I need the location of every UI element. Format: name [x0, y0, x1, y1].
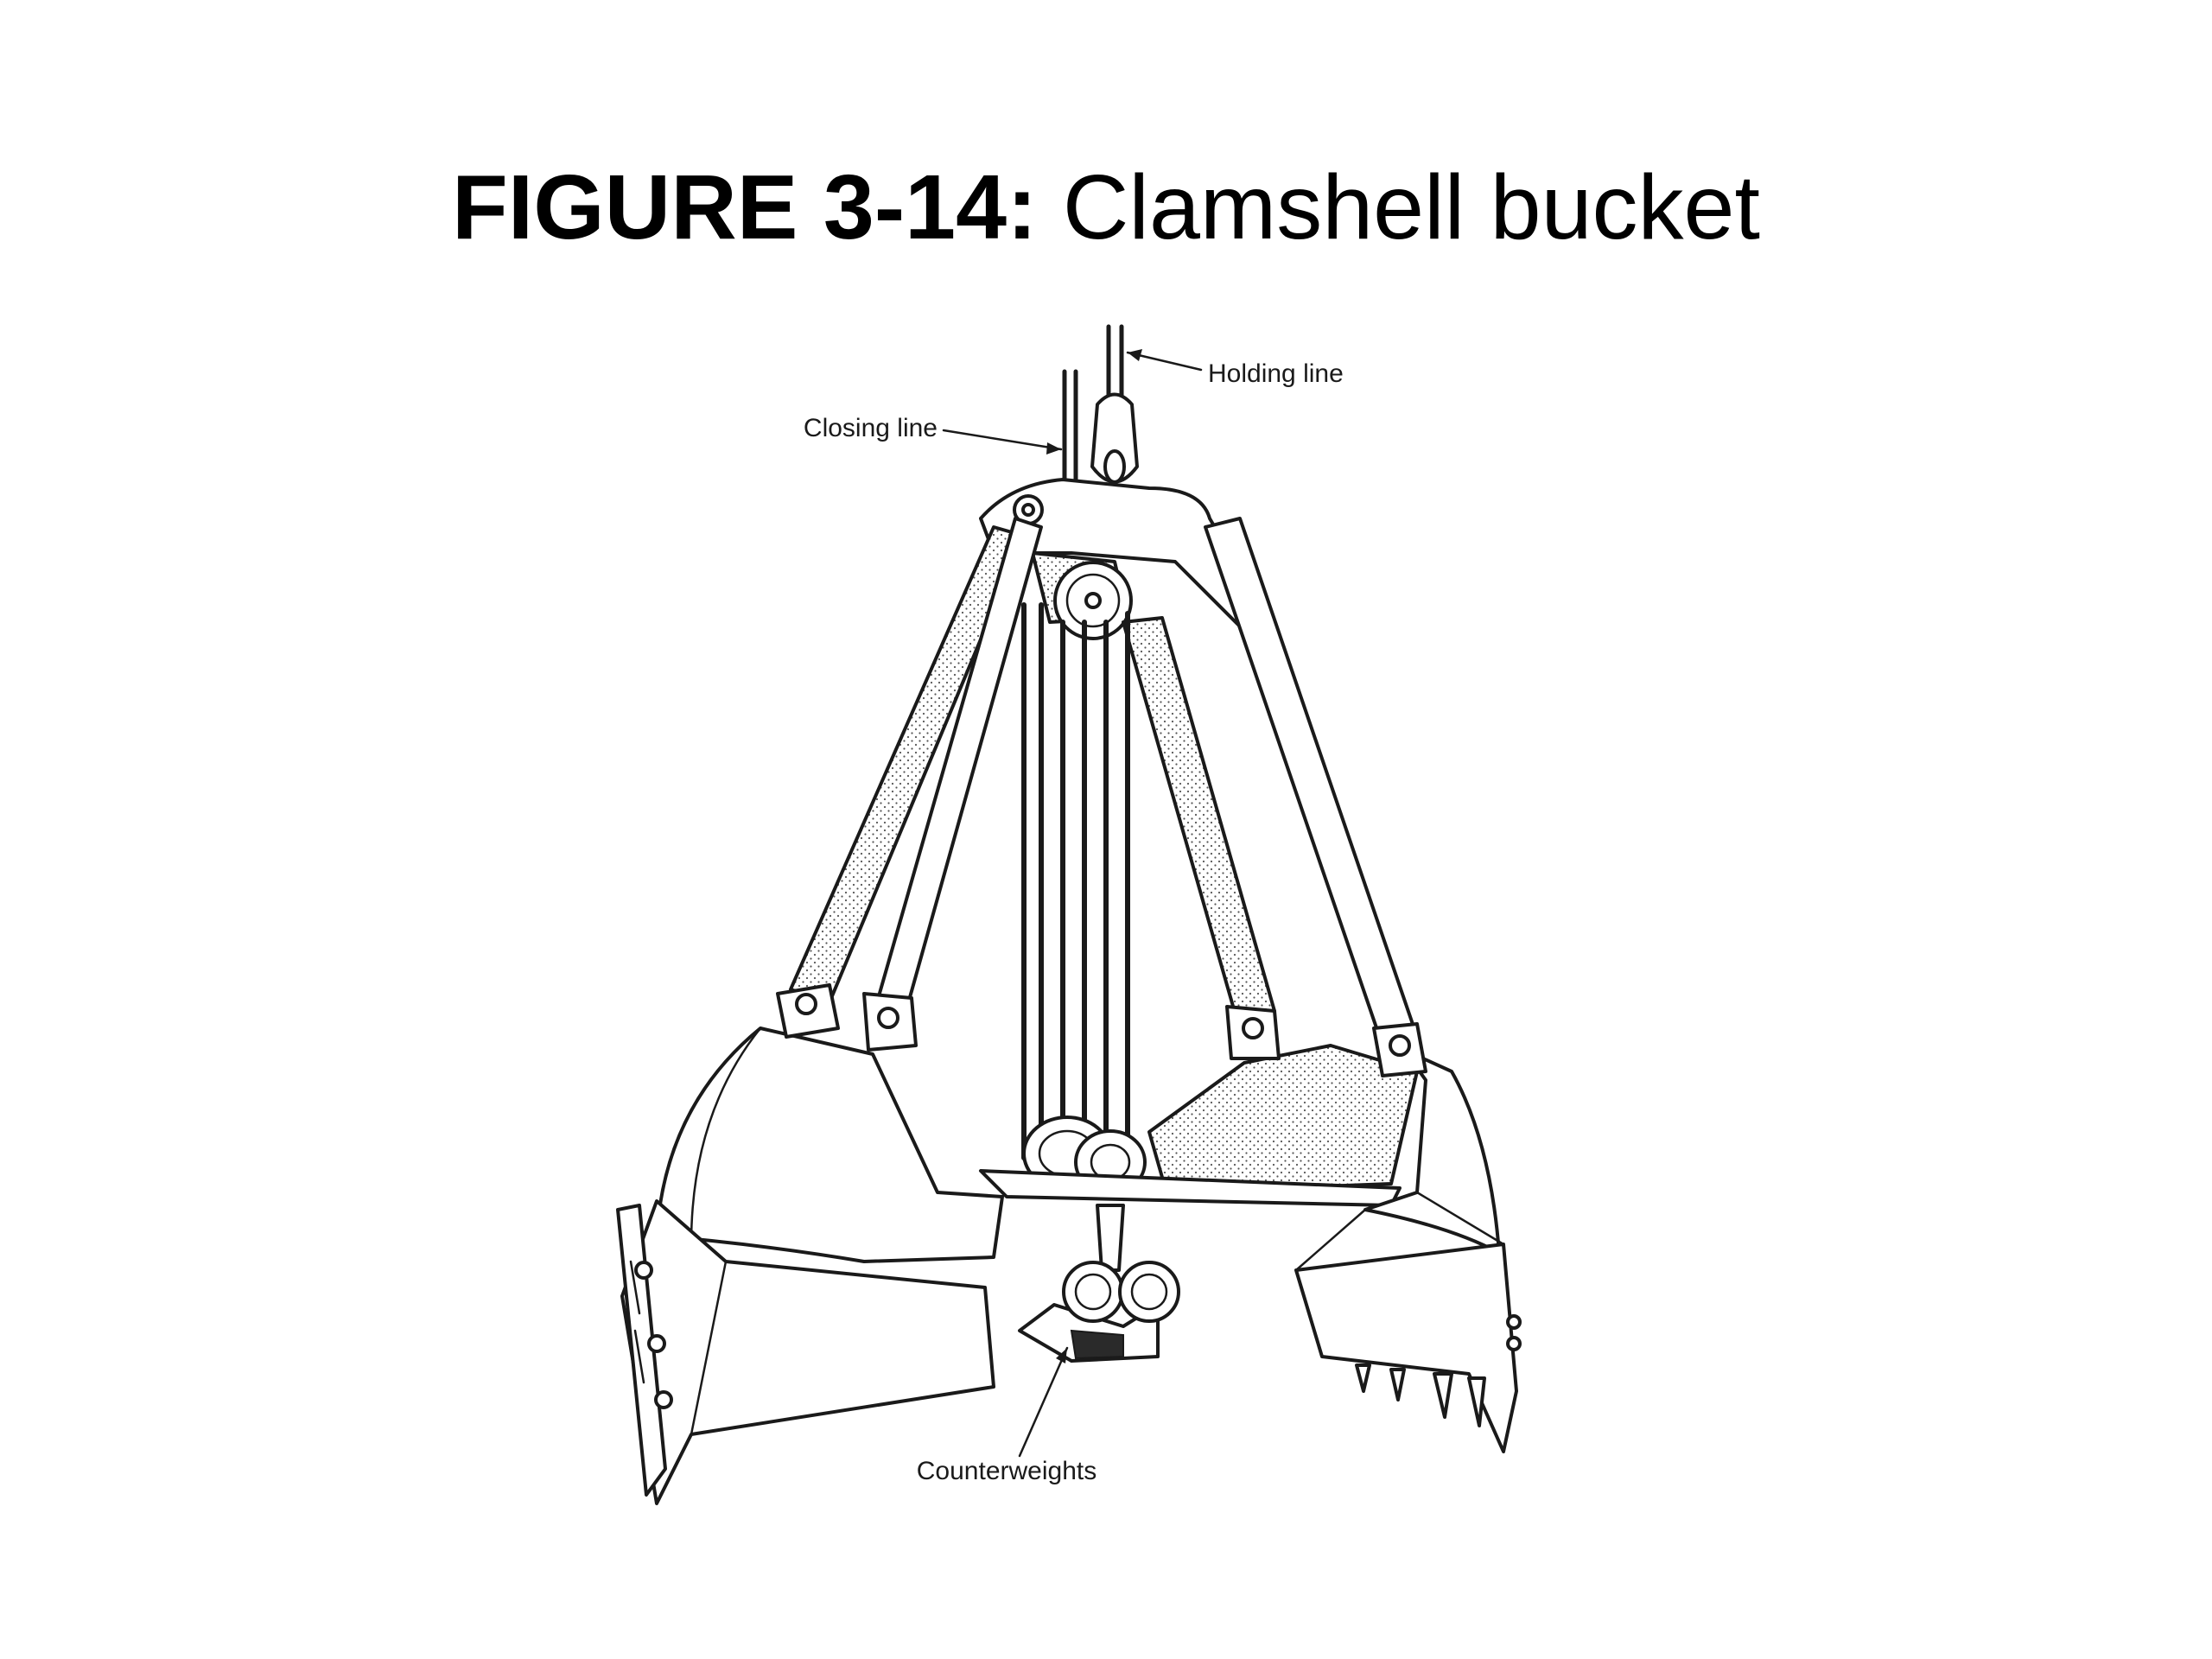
figure-caption: Clamshell bucket: [1062, 156, 1760, 258]
counterweights-leader: [1018, 1346, 1069, 1458]
left-bucket-teeth: [616, 1204, 673, 1497]
holding-line-label: Holding line: [1208, 359, 1344, 388]
arm-pivot-pins: [776, 983, 1427, 1077]
closing-line-rope: [1062, 369, 1078, 486]
closing-line-leader: [942, 429, 1063, 454]
reeving-ropes: [1021, 602, 1130, 1160]
right-inner-arm: [1122, 616, 1276, 1017]
closing-line-label: Closing line: [804, 414, 938, 442]
bucket-back-plate: [1147, 1044, 1419, 1194]
left-bucket-side: [620, 1199, 995, 1505]
counterweights-label: Counterweights: [917, 1457, 1096, 1485]
counterweights-assembly: [1018, 1204, 1180, 1363]
right-bucket-teeth: [1355, 1314, 1522, 1427]
figure-title: FIGURE 3-14: Clamshell bucket: [0, 156, 2212, 260]
holding-line-rope: [1090, 324, 1139, 484]
left-bucket-shell: [655, 1027, 1004, 1263]
right-bucket-side: [1294, 1243, 1518, 1453]
holding-line-leader: [1126, 349, 1203, 372]
figure-label: FIGURE 3-14:: [452, 156, 1038, 258]
